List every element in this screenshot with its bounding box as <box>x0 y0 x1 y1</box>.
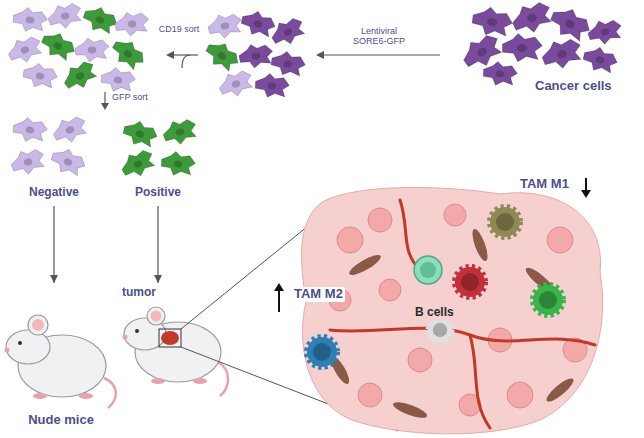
cell-type-label: B cells <box>413 306 456 320</box>
process-arrow <box>105 55 440 106</box>
flow-arrow <box>50 206 58 283</box>
arrowhead <box>101 51 324 110</box>
step-label: CD19 sort <box>158 24 200 34</box>
cell-group: Cancer cells <box>455 5 637 105</box>
step-label: Lentiviral SORE6-GFP <box>346 26 412 47</box>
group-label: Positive <box>112 186 204 200</box>
group-label: Cancer cells <box>535 79 612 94</box>
flow-arrow <box>154 206 162 283</box>
cell-cluster <box>5 0 150 95</box>
tumor-illustration <box>302 187 603 433</box>
cell-cluster <box>458 0 624 89</box>
step-label: GFP sort <box>112 92 172 102</box>
cell-type-label: TAM M1 <box>518 177 571 192</box>
mouse-illustration <box>5 315 116 408</box>
cell-group: Negative <box>8 112 100 204</box>
mouse-label: Nude mice <box>4 413 118 428</box>
mouse-illustration <box>123 307 229 396</box>
cell-cluster <box>201 7 308 101</box>
trend-arrow <box>274 178 591 312</box>
cell-cluster <box>8 113 90 180</box>
tumor-label: tumor <box>122 286 156 300</box>
cell-type-label: TAM M2 <box>292 287 345 302</box>
mouse: tumor <box>118 285 230 410</box>
cell-cluster <box>118 116 200 182</box>
group-label: Negative <box>8 186 100 200</box>
tumor-microenvironment: TAM M1 TAM M2 B cells <box>288 172 608 436</box>
mouse: Nude mice <box>4 285 118 433</box>
cell-group: Positive <box>112 112 204 204</box>
